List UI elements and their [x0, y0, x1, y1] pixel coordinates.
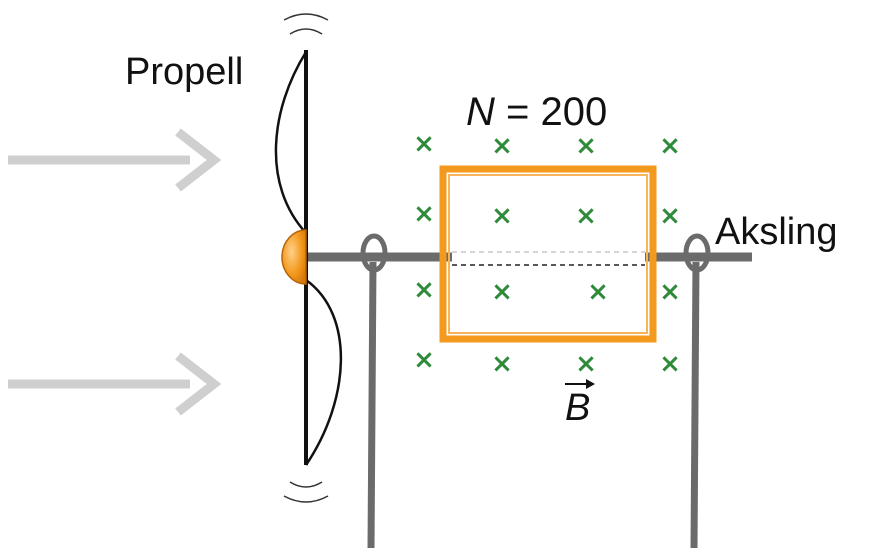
field-marker: ×: [575, 131, 597, 161]
field-marker: ×: [575, 201, 597, 231]
field-vector-label: B: [565, 379, 595, 429]
rotation-marks-top: [283, 13, 329, 35]
field-marker: ×: [659, 201, 681, 231]
coil: [439, 165, 657, 343]
field-marker: ×: [413, 199, 435, 229]
turns-value: = 200: [495, 90, 607, 134]
propeller-label: Propell: [125, 51, 243, 93]
wind-arrow-lower: [8, 352, 222, 416]
bearing-right: [683, 233, 711, 273]
field-marker: ×: [659, 131, 681, 161]
wind-arrow-upper: [8, 128, 222, 192]
field-marker: ×: [491, 349, 513, 379]
magnetic-field-markers: × × × × × × × × × × × × × × × ×: [413, 129, 681, 379]
field-marker: ×: [491, 201, 513, 231]
turns-label: N = 200: [466, 90, 607, 134]
field-marker: ×: [659, 349, 681, 379]
vector-arrowhead-icon: [586, 379, 595, 389]
field-marker: ×: [413, 275, 435, 305]
field-symbol: B: [565, 387, 590, 429]
shaft-label: Aksling: [715, 211, 838, 253]
support-frame: [367, 261, 700, 548]
propeller-hub: [281, 229, 307, 285]
turns-symbol: N: [466, 90, 495, 134]
field-marker: ×: [413, 129, 435, 159]
field-marker: ×: [491, 277, 513, 307]
field-marker: ×: [659, 277, 681, 307]
rotation-marks-bottom: [283, 481, 329, 503]
field-marker: ×: [491, 131, 513, 161]
field-marker: ×: [587, 277, 609, 307]
field-marker: ×: [413, 345, 435, 375]
bearing-left: [360, 233, 388, 273]
field-marker: ×: [575, 349, 597, 379]
